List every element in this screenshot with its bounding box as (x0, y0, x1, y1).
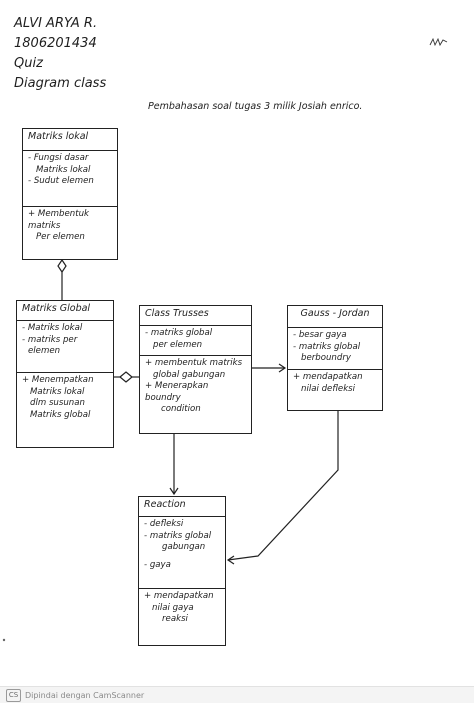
attribute-item: - matriks global (144, 530, 212, 541)
method-item: Matriks global (30, 409, 91, 420)
class-gauss-jordan: Gauss - Jordan - besar gaya - matriks gl… (287, 305, 383, 411)
class-trusses: Class Trusses - matriks global per eleme… (139, 305, 252, 434)
method-item: + mendapatkan (293, 372, 363, 382)
attribute-item: - Sudut elemen (28, 176, 94, 186)
scribble-mark (429, 36, 449, 51)
diagram-subtitle: Pembahasan soal tugas 3 milik Josiah enr… (148, 101, 363, 112)
class-reaction: Reaction - defleksi - matriks global gab… (138, 496, 226, 646)
student-name: ALVI ARYA R. (14, 16, 98, 31)
attribute-item: - Fungsi dasar (28, 153, 89, 163)
aggregation-diamond (119, 371, 133, 383)
quiz-label: Quiz (14, 56, 43, 71)
attribute-item: - gaya (144, 559, 171, 570)
margin-dot (2, 638, 6, 642)
method-item: nilai defleksi (301, 383, 356, 394)
attribute-item: - matriks per (22, 334, 78, 345)
method-item: reaksi (162, 614, 188, 624)
arrow-head (226, 555, 235, 565)
topic-label: Diagram class (14, 76, 107, 91)
student-id: 1806201434 (14, 36, 97, 51)
method-item: + membentuk matriks (145, 358, 243, 368)
attribute-item: - Matriks lokal (22, 323, 83, 333)
class-name: Matriks lokal (28, 131, 89, 142)
attribute-item: gabungan (162, 542, 206, 552)
arrow-head (169, 487, 179, 496)
method-item: + mendapatkan (144, 591, 214, 601)
attribute-item: Matriks lokal (36, 164, 91, 175)
attribute-item: elemen (28, 346, 61, 356)
method-item: dlm susunan (30, 398, 85, 408)
class-matriks-lokal: Matriks lokal - Fungsi dasar Matriks lok… (22, 128, 118, 260)
connector-gauss-reaction (227, 411, 339, 561)
method-item: condition (161, 404, 201, 414)
method-item: + Menerapkan boundry (145, 381, 209, 403)
student-header: ALVI ARYA R. 1806201434 Quiz Diagram cla… (14, 14, 106, 94)
method-item: + Menempatkan (22, 375, 94, 385)
method-item: nilai gaya (152, 602, 194, 613)
class-name: Reaction (144, 499, 186, 510)
attribute-item: - matriks global (145, 328, 213, 338)
attribute-item: per elemen (153, 339, 203, 350)
attribute-item: - besar gaya (293, 330, 347, 340)
arrow-head (278, 363, 287, 373)
scanner-footer: CS Dipindai dengan CamScanner (0, 686, 474, 703)
aggregation-diamond (57, 258, 67, 274)
method-item: + Membentuk matriks (28, 209, 89, 231)
class-name: Class Trusses (145, 308, 209, 319)
method-item: Matriks lokal (30, 386, 85, 397)
attribute-item: - defleksi (144, 519, 184, 529)
scribble-icon (429, 37, 448, 47)
attribute-item: berboundry (301, 353, 351, 363)
class-name: Gauss - Jordan (300, 308, 370, 319)
attribute-item: - matriks global (293, 341, 361, 352)
class-name: Matriks Global (22, 303, 91, 314)
method-item: Per elemen (36, 232, 85, 242)
class-matriks-global: Matriks Global - Matriks lokal - matriks… (16, 300, 114, 448)
scanner-label: Dipindai dengan CamScanner (25, 690, 145, 700)
camscanner-icon: CS (6, 688, 21, 702)
method-item: global gabungan (153, 369, 226, 380)
